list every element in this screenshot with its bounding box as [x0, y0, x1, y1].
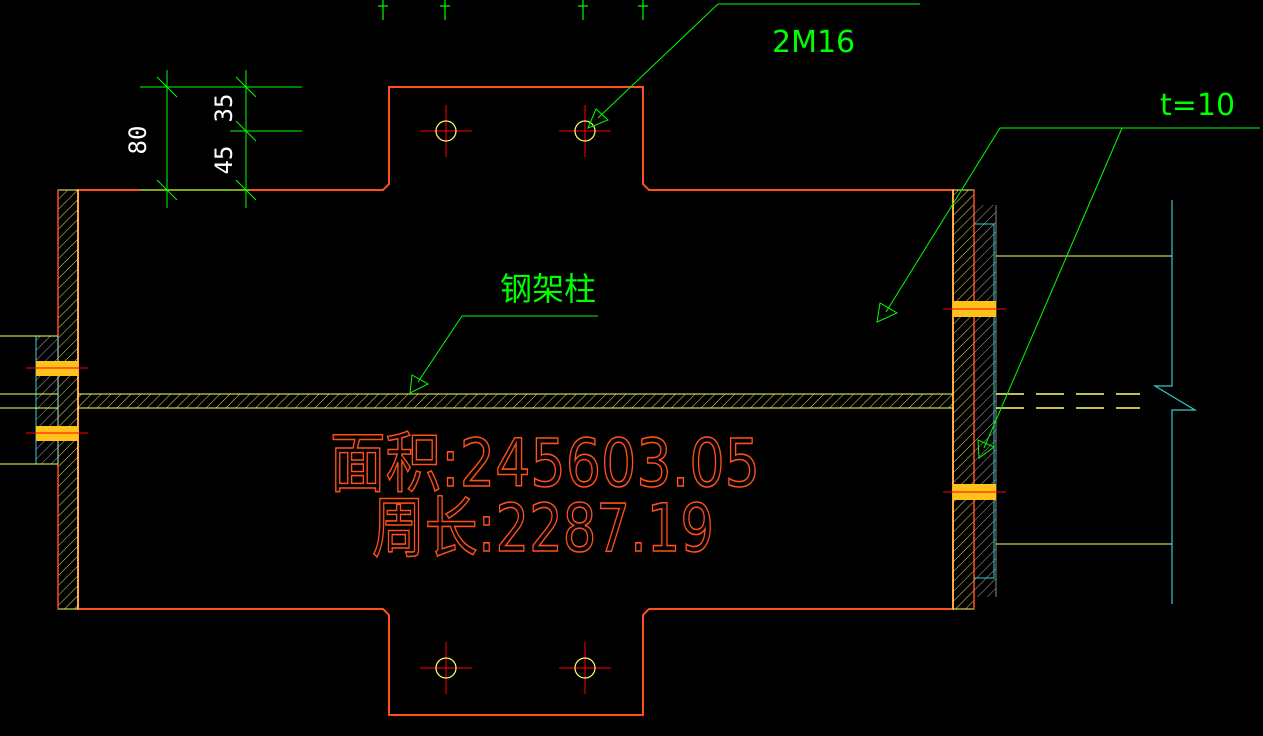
dim-35-text: 35	[210, 94, 238, 123]
dim-45-text: 45	[210, 146, 238, 175]
perimeter-text: 周长:2287.19	[372, 490, 714, 567]
bolt-holes[interactable]	[420, 105, 611, 694]
right-end-plate[interactable]	[974, 205, 997, 597]
top-partial-ticks	[378, 0, 648, 20]
label-2m16: 2M16	[772, 25, 855, 60]
column-web[interactable]	[77, 393, 954, 409]
break-line	[1152, 200, 1198, 604]
leader-2m16	[587, 3, 920, 129]
bolt-hole-top-left[interactable]	[420, 105, 472, 157]
leader-column	[409, 315, 598, 394]
right-flange[interactable]	[952, 189, 975, 610]
bolt-hole-bottom-left[interactable]	[420, 642, 472, 694]
label-thickness: t=10	[1160, 88, 1235, 123]
leader-thickness	[876, 127, 1260, 459]
left-flange[interactable]	[57, 189, 79, 610]
left-outer-lines	[0, 335, 59, 465]
bolt-hole-top-right[interactable]	[559, 105, 611, 157]
left-welds	[26, 361, 88, 441]
right-beam	[996, 200, 1198, 604]
area-text: 面积:245603.05	[330, 425, 760, 502]
dimension-lines	[140, 70, 302, 208]
dim-80-text: 80	[124, 126, 152, 155]
right-welds	[943, 301, 1006, 500]
label-column: 钢架柱	[500, 270, 596, 308]
bolt-hole-bottom-right[interactable]	[559, 642, 611, 694]
